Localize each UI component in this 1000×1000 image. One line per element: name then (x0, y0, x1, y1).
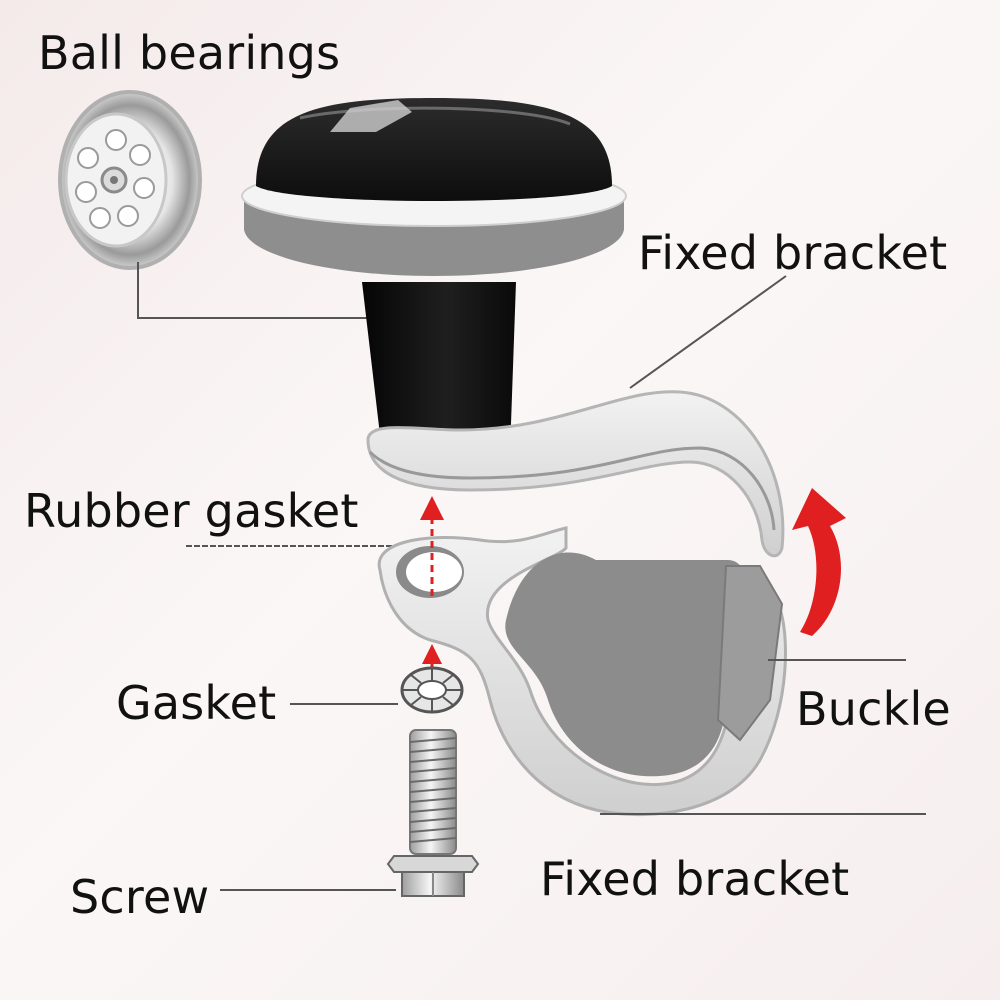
knob-stem (362, 282, 516, 462)
ball-bearings-leader-line (137, 262, 380, 319)
fixed-bracket-top-leader-line (629, 275, 787, 389)
rotate-arrow-icon (792, 488, 846, 636)
label-screw: Screw (70, 870, 210, 924)
label-gasket: Gasket (116, 676, 277, 730)
screw-illustration (386, 729, 480, 897)
label-ball-bearings: Ball bearings (38, 26, 341, 80)
upper-fixed-bracket (366, 390, 785, 558)
spinner-knob (241, 98, 627, 276)
label-buckle: Buckle (796, 682, 951, 736)
label-fixed-bracket-top: Fixed bracket (638, 226, 948, 280)
lower-fixed-bracket (377, 526, 787, 816)
lock-washer-illustration (400, 666, 464, 714)
ball-bearing-illustration (58, 90, 202, 270)
label-fixed-bracket-bottom: Fixed bracket (540, 852, 850, 906)
label-rubber-gasket: Rubber gasket (24, 484, 359, 538)
